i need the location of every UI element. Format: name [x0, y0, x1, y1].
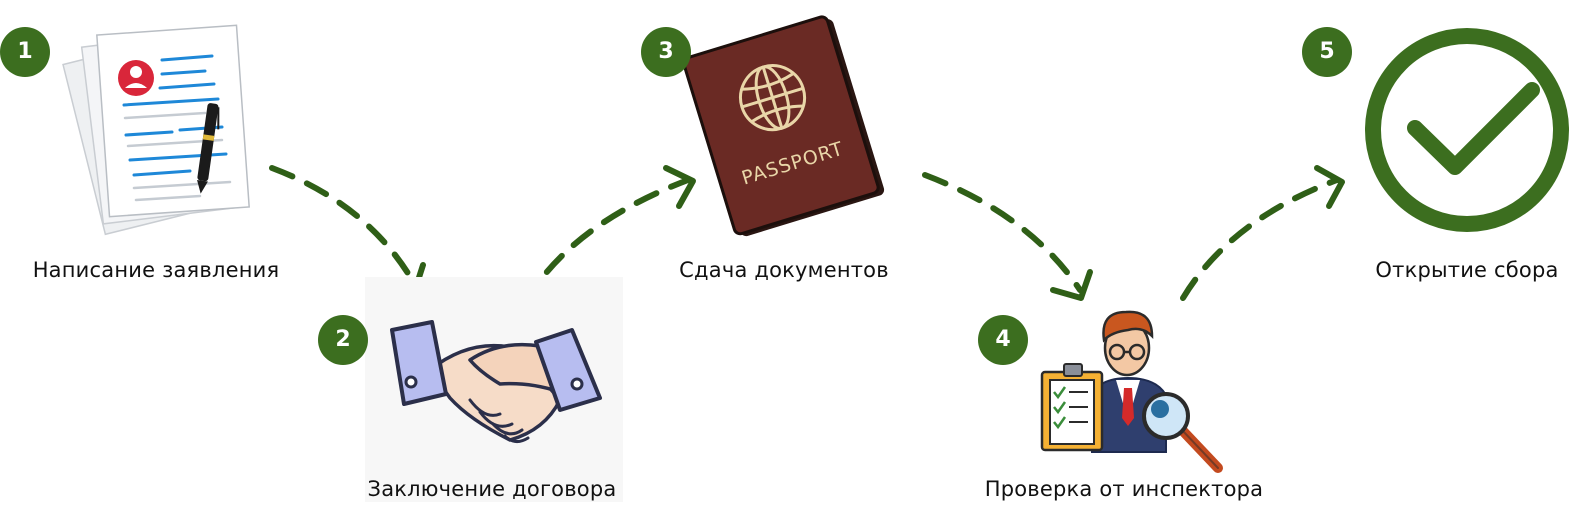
- step-1-label: Написание заявления: [32, 258, 280, 282]
- inspector-icon: [1040, 310, 1223, 473]
- arrow-3-to-4-head: [1050, 269, 1093, 301]
- arrow-1-to-2: [269, 165, 418, 288]
- step-4-badge: 4: [978, 315, 1028, 365]
- arrow-2-to-3-head: [663, 165, 696, 209]
- step-5-badge: 5: [1302, 27, 1352, 77]
- step-3-label: Сдача документов: [679, 258, 889, 282]
- step-5-label: Открытие сбора: [1375, 258, 1559, 282]
- arrow-3-to-4: [922, 172, 1083, 293]
- step-1-badge: 1: [0, 27, 50, 77]
- application-document-icon: [62, 24, 250, 236]
- arrow-4-to-5-head: [1314, 165, 1345, 209]
- step-2-badge: 2: [318, 315, 368, 365]
- step-4-label: Проверка от инспектора: [984, 477, 1264, 501]
- step-3-badge: 3: [641, 27, 691, 77]
- checkmark-circle-icon: [1365, 28, 1569, 232]
- arrow-4-to-5: [1180, 177, 1340, 301]
- passport-icon: PASSPORT: [682, 15, 885, 237]
- handshake-icon: [365, 277, 623, 502]
- step-2-label: Заключение договора: [367, 477, 617, 501]
